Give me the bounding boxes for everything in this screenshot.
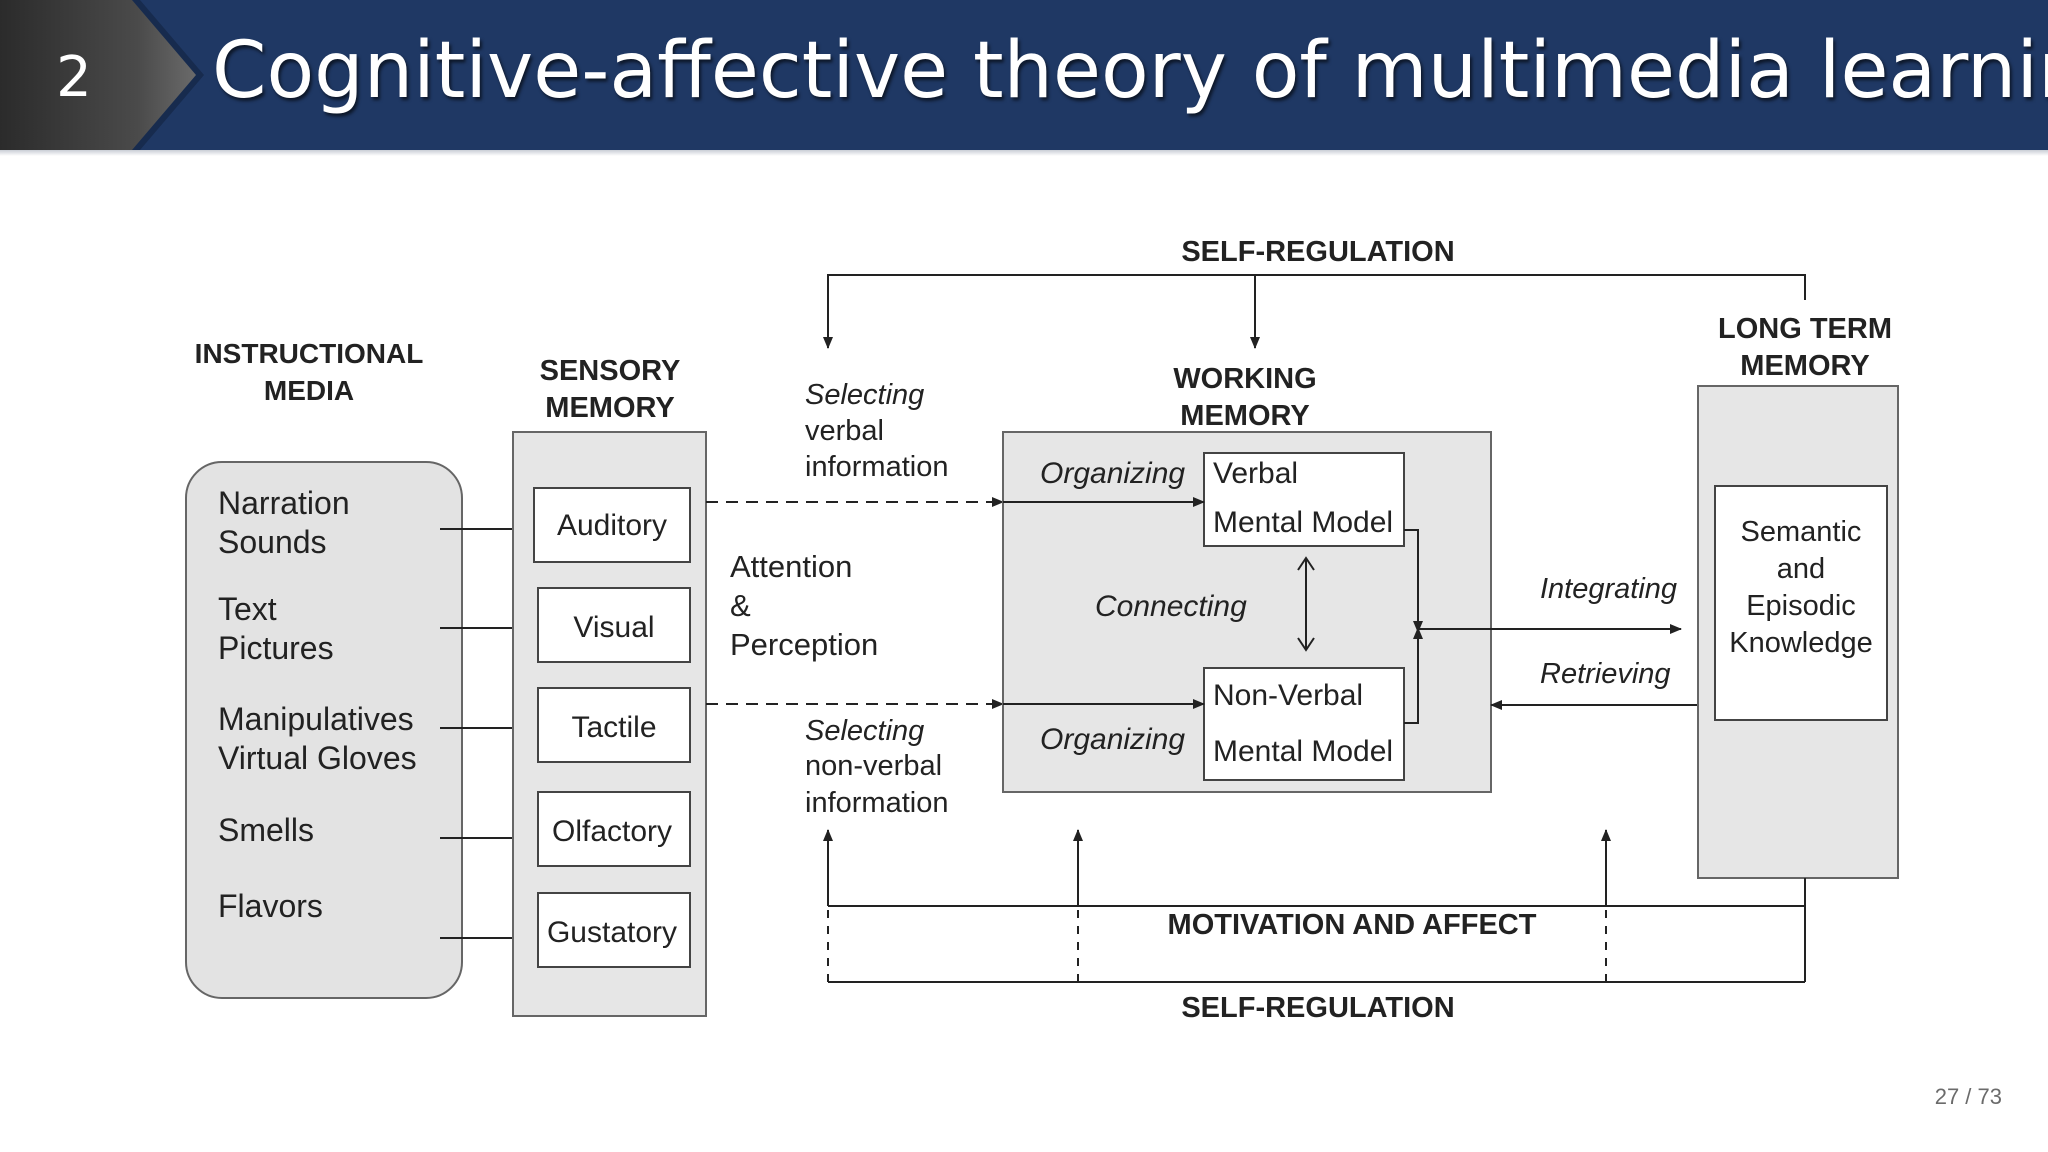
integration-arrows [1418,624,1713,710]
channel-box [537,791,691,867]
selecting-nonverbal: Selecting non-verbal information [805,715,948,819]
sensory-memory-title: SENSORY [540,355,681,387]
attention-label: Perception [730,627,878,662]
working-memory: WORKING MEMORY Verbal Mental Model Non-V… [1002,363,1492,793]
nonverbal-to-integrate-connector [1404,627,1423,724]
knowledge-label: Episodic [1746,590,1856,622]
self-regulation-top: SELF-REGULATION [823,236,1806,349]
media-item-label: Virtual Gloves [218,740,417,776]
instructional-media: INSTRUCTIONAL MEDIA Narration Sounds Tex… [185,338,463,999]
self-regulation-top-line [827,274,1806,347]
selecting-verbal-label: Selecting [805,379,924,411]
motivation-affect-label: MOTIVATION AND AFFECT [1168,909,1537,941]
header-bar [0,0,2048,150]
organizing-label: Organizing [1040,457,1185,490]
connecting-label: Connecting [1095,590,1247,623]
nonverbal-model-box [1203,667,1405,781]
channel-label: Auditory [557,509,667,542]
sensory-memory-title: MEMORY [545,392,674,424]
long-term-memory-title: LONG TERM [1718,313,1892,345]
attention-label: & [730,588,751,623]
integrating-label: Integrating [1540,573,1677,605]
verbal-model-label: Mental Model [1213,506,1393,539]
channel-label: Visual [573,611,654,644]
verbal-to-integrate-connector [1404,529,1423,633]
knowledge-label: and [1777,553,1825,585]
slide-header: 2 Cognitive-affective theory of multimed… [0,0,2048,156]
media-item-label: Text [218,591,277,627]
media-item-label: Manipulatives [218,701,414,737]
selecting-nonverbal-label: Selecting [805,715,924,747]
instructional-media-title: INSTRUCTIONAL [195,338,424,369]
media-item-label: Narration [218,485,350,521]
retrieving-label: Retrieving [1540,658,1671,690]
header-shadow [0,150,2048,156]
selecting-verbal-label: verbal [805,415,884,447]
knowledge-label: Knowledge [1729,627,1873,659]
selecting-arrows [706,497,1004,709]
attention-label: Attention [730,549,852,584]
nonverbal-model-label: Mental Model [1213,735,1393,768]
channel-box [537,892,691,968]
connecting-arrow-head-up [1297,556,1315,571]
channel-label: Olfactory [552,815,672,848]
nonverbal-model-label: Non-Verbal [1213,679,1363,712]
channel-label: Tactile [571,711,656,744]
selecting-verbal: Selecting verbal information [805,379,948,483]
instructional-media-title: MEDIA [264,375,354,406]
self-regulation-top-label: SELF-REGULATION [1181,236,1454,268]
selecting-verbal-label: information [805,451,948,483]
knowledge-label: Semantic [1741,516,1862,548]
long-term-memory: LONG TERM MEMORY Semantic and Episodic K… [1697,313,1899,879]
page-counter: 27 / 73 [1934,1084,2002,1109]
channel-box [533,487,691,563]
motivation-affect: MOTIVATION AND AFFECT SELF-REGULATION [823,829,1806,1024]
selecting-nonverbal-label: non-verbal [805,750,942,782]
channel-box [537,687,691,763]
verbal-model-box [1203,452,1405,547]
channel-box [537,587,691,663]
long-term-memory-title: MEMORY [1740,350,1869,382]
verbal-model-label: Verbal [1213,457,1298,490]
instructional-media-box [185,461,463,999]
media-item-label: Flavors [218,888,323,924]
working-memory-title: MEMORY [1180,400,1309,432]
self-regulation-bottom-label: SELF-REGULATION [1181,992,1454,1024]
channel-label: Gustatory [547,916,677,949]
media-item-label: Pictures [218,630,334,666]
organizing-label: Organizing [1040,723,1185,756]
connecting-arrow-head-down [1297,637,1315,652]
knowledge-box [1714,485,1888,721]
cognitive-affective-diagram: INSTRUCTIONAL MEDIA Narration Sounds Tex… [185,236,1899,1024]
slide-title: Cognitive-affective theory of multimedia… [212,26,2048,116]
selecting-nonverbal-label: information [805,787,948,819]
sensory-memory: SENSORY MEMORY Auditory Visual Tactile O… [512,355,707,1017]
working-memory-title: WORKING [1173,363,1316,395]
media-item-label: Sounds [218,524,327,560]
attention-perception: Attention & Perception [730,549,878,662]
section-number: 2 [56,45,92,110]
section-badge: 2 [0,0,204,150]
media-item-label: Smells [218,812,314,848]
